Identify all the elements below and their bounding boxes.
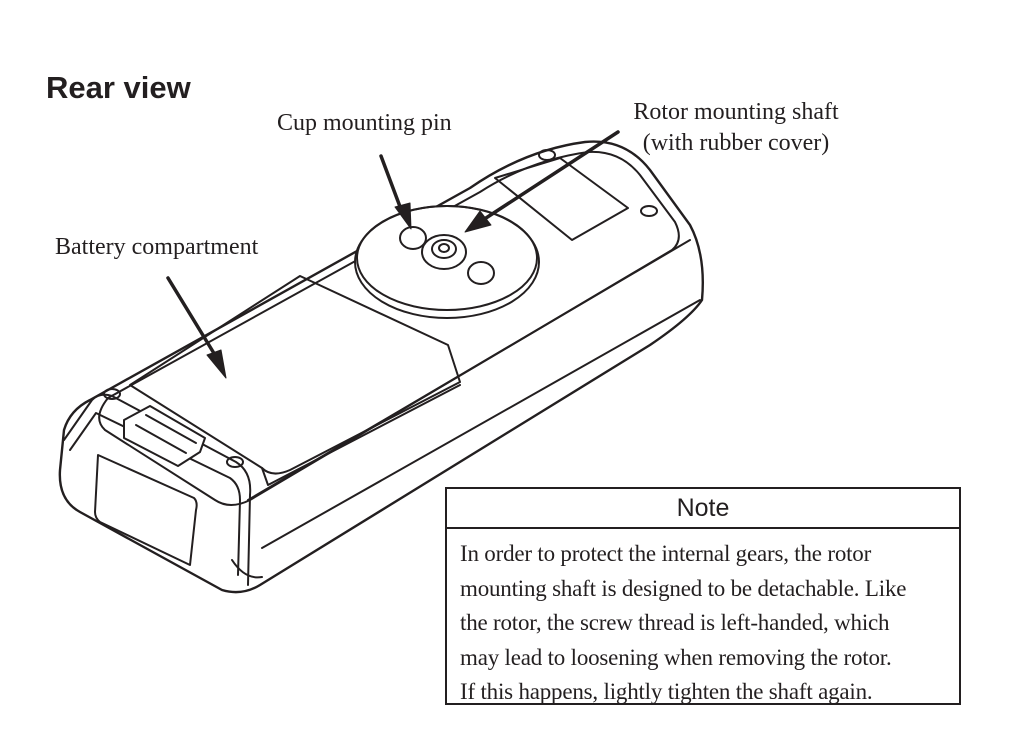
callout-cup-mounting-pin: Cup mounting pin (277, 110, 452, 136)
side-lower-edge (231, 559, 263, 579)
cup-pin-right (467, 261, 495, 285)
front-inner-rim (69, 412, 241, 576)
page-heading: Rear view (46, 70, 191, 105)
cup-pin-left (399, 226, 427, 250)
side-band-bottom (261, 299, 701, 549)
screw-hole-front-right (226, 456, 244, 468)
front-clip (123, 405, 206, 467)
screw-hole-front-left (103, 388, 121, 400)
callout-rotor-mounting-shaft: Rotor mounting shaft (with rubber cover) (600, 97, 872, 159)
note-line: the rotor, the screw thread is left-hand… (460, 610, 890, 635)
battery-lid-edge (261, 384, 461, 486)
device-body-outline (58, 140, 704, 594)
arrow-rotor-shaft (464, 130, 620, 233)
callout-rotor-line2: (with rubber cover) (642, 130, 830, 156)
note-box: Note In order to protect the internal ge… (445, 487, 961, 705)
rotor-shaft-inner (431, 239, 457, 259)
note-line: If this happens, lightly tighten the sha… (460, 679, 873, 704)
front-clip-inner (135, 414, 197, 454)
screw-hole-rear-right (640, 205, 658, 217)
screw-hole-rear-left (538, 149, 556, 161)
callout-rotor-line1: Rotor mounting shaft (633, 99, 839, 125)
front-port-window (94, 454, 198, 566)
arrow-cup-pin (379, 154, 412, 230)
rotor-shaft-core (438, 243, 450, 253)
note-line: mounting shaft is designed to be detacha… (460, 575, 907, 601)
label-plate (494, 157, 629, 241)
rotor-disc-rim (356, 205, 538, 311)
arrow-battery (166, 276, 227, 379)
callout-battery-compartment: Battery compartment (55, 234, 259, 260)
note-title: Note (447, 489, 959, 529)
note-line: may lead to loosening when removing the … (460, 644, 892, 670)
note-line: In order to protect the internal gears, … (460, 541, 872, 566)
note-body: In order to protect the internal gears, … (447, 529, 959, 710)
